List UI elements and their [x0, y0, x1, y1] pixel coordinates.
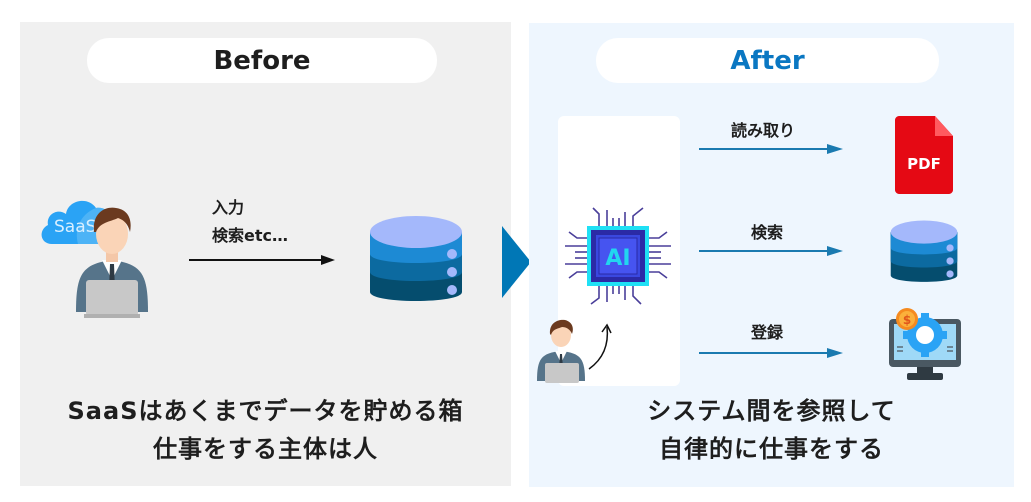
action-label-search-etc: 検索etc…: [212, 226, 288, 245]
monitor-gear-icon: $: [889, 308, 961, 380]
person-laptop-icon: [537, 319, 585, 383]
action-label-input: 入力: [212, 198, 245, 217]
action-label-read: 読み取り: [731, 121, 796, 140]
person-laptop-icon: [76, 207, 148, 318]
before-title: Before: [87, 38, 437, 83]
arrow-right-icon: [189, 255, 335, 265]
curved-arrow-icon: [588, 323, 612, 370]
database-icon: [370, 216, 462, 301]
transition-arrow-icon: [502, 226, 531, 298]
action-label-register: 登録: [751, 323, 784, 342]
ai-chip-text: AI: [605, 246, 630, 271]
before-caption-line1: SaaSはあくまでデータを貯める箱: [67, 397, 464, 425]
saas-cloud-text: SaaS: [54, 217, 96, 237]
arrow-right-icon: [699, 348, 843, 358]
pdf-text: PDF: [907, 155, 941, 173]
before-panel: Before SaaS 入力 検索etc… SaaSはあくまでデータを貯める箱 …: [20, 22, 511, 486]
arrow-right-icon: [699, 144, 843, 154]
pdf-icon: PDF: [895, 116, 953, 194]
before-caption-line2: 仕事をする主体は人: [153, 435, 378, 463]
after-caption-line1: システム間を参照して: [647, 397, 896, 425]
after-title: After: [596, 38, 939, 83]
after-panel: After AI 読み取り 検索 登録: [529, 23, 1014, 487]
ai-chip-icon: AI: [565, 207, 671, 305]
coin-symbol: $: [903, 313, 911, 327]
arrow-right-icon: [699, 246, 843, 256]
action-label-search: 検索: [751, 223, 784, 242]
after-caption-line2: 自律的に仕事をする: [659, 435, 884, 463]
database-icon: [890, 220, 958, 282]
